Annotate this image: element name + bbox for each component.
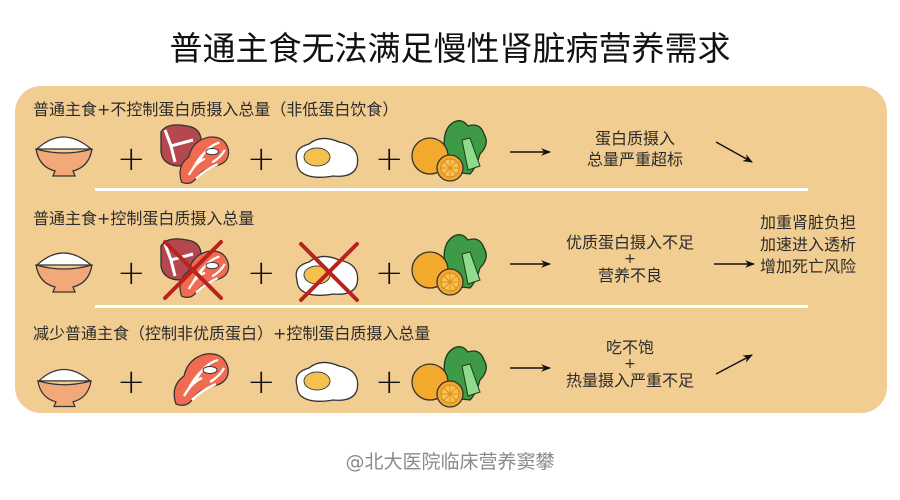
outcome-line: 增加死亡风险 — [760, 257, 857, 276]
salmon-icon — [172, 352, 230, 407]
arrow-diagonal-down-icon — [715, 141, 753, 163]
outcome-line: 加速进入透析 — [760, 235, 857, 254]
fruit-and-vegetable-icon — [411, 120, 487, 182]
outcome-line: 加重肾脏负担 — [760, 213, 857, 232]
small-rice-bowl-icon — [37, 368, 92, 408]
result-plus: + — [624, 356, 636, 372]
result-line: 优质蛋白摄入不足 — [565, 233, 694, 252]
plus-sign: + — [247, 139, 276, 179]
result-text-2: 优质蛋白摄入不足 + 营养不良 — [545, 232, 715, 286]
result-line: 蛋白质摄入 — [594, 129, 675, 148]
footer-credit: @北大医院临床营养窦攀 — [345, 451, 555, 473]
fruit-and-vegetable-icon — [411, 346, 487, 408]
arrow-right-icon — [714, 260, 755, 268]
result-text-1: 蛋白质摄入 总量严重超标 — [560, 128, 710, 170]
row-label-3: 减少普通主食（控制非优质蛋白）+控制蛋白质摄入总量 — [33, 324, 431, 343]
plus-sign: + — [375, 253, 404, 293]
outcome-text: 加重肾脏负担 加速进入透析 增加死亡风险 — [760, 212, 856, 278]
page-title: 普通主食无法满足慢性肾脏病营养需求 — [169, 29, 731, 68]
row-label-1: 普通主食+不控制蛋白质摄入总量（非低蛋白饮食） — [33, 100, 399, 119]
rice-bowl-icon — [35, 136, 93, 177]
fried-egg-icon — [295, 242, 359, 302]
plus-sign: + — [117, 139, 146, 179]
row-label-2: 普通主食+控制蛋白质摄入总量 — [33, 209, 255, 228]
meat-and-salmon-icon — [159, 123, 230, 185]
meat-and-salmon-icon — [159, 237, 230, 300]
result-line: 营养不良 — [597, 266, 662, 285]
result-line: 热量摄入严重不足 — [565, 371, 694, 390]
plus-sign: + — [375, 139, 404, 179]
arrow-diagonal-up-icon — [715, 354, 753, 375]
result-line: 吃不饱 — [605, 338, 654, 357]
row-divider-1 — [95, 188, 808, 191]
row-divider-2 — [95, 305, 808, 308]
rice-bowl-icon — [35, 252, 93, 293]
plus-sign: + — [117, 362, 146, 402]
fried-egg-icon — [295, 361, 359, 402]
result-line: 总量严重超标 — [586, 150, 683, 169]
plus-sign: + — [247, 362, 276, 402]
plus-sign: + — [117, 253, 146, 293]
result-plus: + — [624, 251, 636, 267]
arrow-right-icon — [510, 260, 551, 268]
arrow-right-icon — [510, 364, 551, 372]
result-text-3: 吃不饱 + 热量摄入严重不足 — [545, 337, 715, 391]
fried-egg-icon — [295, 137, 359, 178]
fruit-and-vegetable-icon — [411, 234, 487, 296]
plus-sign: + — [375, 362, 404, 402]
arrow-right-icon — [510, 148, 551, 156]
plus-sign: + — [247, 253, 276, 293]
